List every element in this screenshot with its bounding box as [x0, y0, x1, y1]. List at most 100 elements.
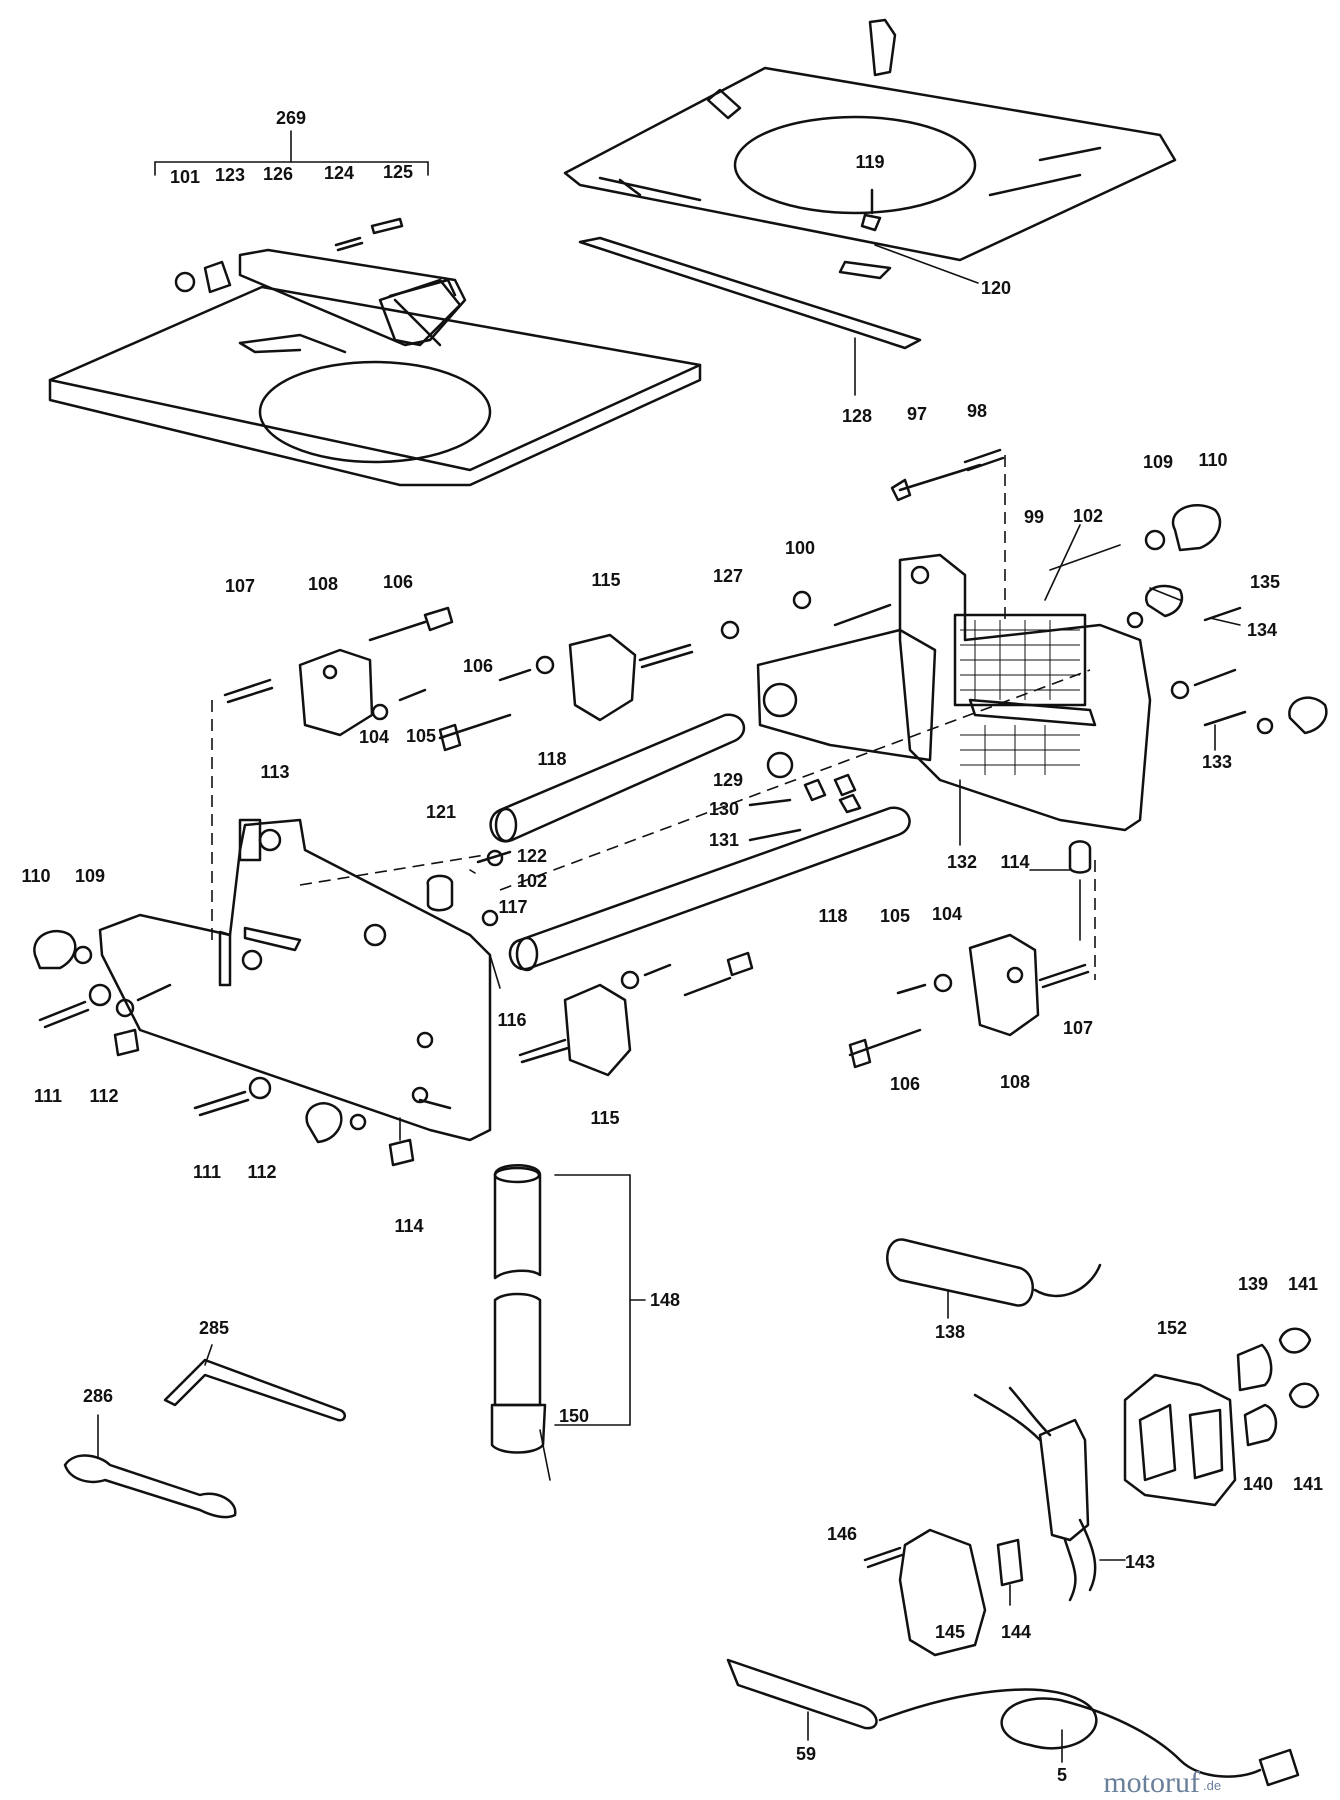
- part-label: 104: [359, 727, 389, 747]
- part-label: 285: [199, 1318, 229, 1338]
- screw-111-112-left: [38, 983, 140, 1057]
- bracket-269: [154, 130, 429, 176]
- part-label: 138: [935, 1322, 965, 1342]
- part-label: 116: [497, 1010, 526, 1030]
- rod-118-upper: [489, 713, 746, 843]
- bracket-115-upper: [568, 633, 694, 722]
- part-label: 100: [785, 538, 815, 558]
- part-label: 128: [842, 406, 872, 426]
- part-label: 133: [1202, 752, 1232, 772]
- bolt-106-upper: [368, 606, 454, 642]
- bolt-106-right: [848, 973, 953, 1069]
- part-label: 131: [709, 830, 739, 850]
- knobs-139-141: [1236, 1327, 1320, 1447]
- part-label: 111: [193, 1162, 221, 1182]
- watermark: motoruf .de: [1103, 1766, 1221, 1799]
- part-label: 130: [709, 799, 739, 819]
- part-label: 108: [1000, 1072, 1030, 1092]
- table-plate-right: [563, 18, 1177, 280]
- part-label: 139: [1238, 1274, 1268, 1294]
- part-label: 112: [247, 1162, 276, 1182]
- part-label: 114: [394, 1216, 423, 1236]
- part-label: 146: [827, 1524, 857, 1544]
- cap-114-right: [1029, 840, 1092, 941]
- part-label: 99: [1024, 507, 1044, 527]
- part-label: 118: [818, 906, 847, 926]
- part-label: 269: [276, 108, 306, 128]
- part-label: 132: [947, 852, 977, 872]
- part-label: 105: [406, 726, 436, 746]
- watermark-suffix: .de: [1203, 1778, 1221, 1793]
- bracket-108-left: [298, 648, 374, 737]
- part-label: 109: [75, 866, 105, 886]
- knob-110-left: [33, 929, 93, 970]
- washers-133: [1170, 668, 1328, 735]
- part-label: 106: [383, 572, 413, 592]
- bolt-106-mid: [438, 713, 512, 752]
- part-label: 110: [21, 866, 50, 886]
- part-label: 115: [591, 570, 620, 590]
- part-label: 98: [967, 401, 987, 421]
- capacitor-138: [886, 1238, 1102, 1319]
- rod-118-lower: [508, 806, 911, 972]
- part-labels: 269 101 123 126 124 125 119 120 128 97 9…: [21, 108, 1323, 1785]
- part-label: 110: [1198, 450, 1227, 470]
- part-label: 123: [215, 165, 245, 185]
- part-label: 286: [83, 1386, 113, 1406]
- part-label: 97: [907, 404, 927, 424]
- watermark-text: motoruf: [1103, 1766, 1200, 1799]
- part-label: 112: [89, 1086, 118, 1106]
- part-label: 5: [1057, 1765, 1067, 1785]
- part-label: 140: [1243, 1474, 1273, 1494]
- bracket-108-right: [968, 860, 1096, 1037]
- part-label: 150: [559, 1406, 589, 1426]
- switch-housing-152: [1123, 1373, 1237, 1507]
- part-label: 59: [796, 1744, 816, 1764]
- bracket-115-lower: [518, 983, 632, 1077]
- part-label: 141: [1293, 1474, 1323, 1494]
- hex-key-285: [163, 1344, 346, 1422]
- part-label: 108: [308, 574, 338, 594]
- cover-145: [863, 1528, 1024, 1657]
- part-label: 148: [650, 1290, 680, 1310]
- switch-143: [973, 1386, 1126, 1602]
- bolts-mid: [499, 669, 1091, 997]
- small-parts-129-131: [748, 751, 862, 842]
- part-label: 119: [855, 152, 884, 172]
- part-label: 105: [880, 906, 910, 926]
- screw-111-112-lower: [193, 1076, 272, 1117]
- part-label: 113: [260, 762, 289, 782]
- leader-120: [874, 244, 979, 284]
- part-label: 102: [517, 871, 547, 891]
- spring-107-left: [211, 678, 274, 940]
- knob-lower: [305, 1102, 415, 1167]
- part-label: 152: [1157, 1318, 1187, 1338]
- rail-128: [578, 236, 922, 396]
- part-label: 107: [225, 576, 255, 596]
- motor-housing: [756, 553, 1152, 832]
- part-label: 124: [324, 163, 354, 183]
- tube-148-150: [490, 1164, 646, 1454]
- knob-110-right: [1144, 504, 1222, 552]
- part-label: 134: [1247, 620, 1277, 640]
- wrench-286: [63, 1414, 237, 1519]
- nut-127-100: [720, 590, 892, 640]
- table-plate-left: [48, 217, 702, 487]
- leader-lines: [469, 524, 1241, 1481]
- part-label: 115: [590, 1108, 619, 1128]
- part-label: 120: [981, 278, 1011, 298]
- part-label: 145: [935, 1622, 965, 1642]
- part-label: 104: [932, 904, 962, 924]
- part-label: 101: [170, 167, 200, 187]
- screw-97-spring-98: [890, 448, 1006, 620]
- part-label: 143: [1125, 1552, 1155, 1572]
- part-label: 127: [713, 566, 743, 586]
- part-label: 141: [1288, 1274, 1318, 1294]
- part-label: 102: [1073, 506, 1103, 526]
- part-label: 122: [517, 846, 547, 866]
- part-label: 109: [1143, 452, 1173, 472]
- power-cord: [726, 1658, 1300, 1787]
- part-label: 125: [383, 162, 413, 182]
